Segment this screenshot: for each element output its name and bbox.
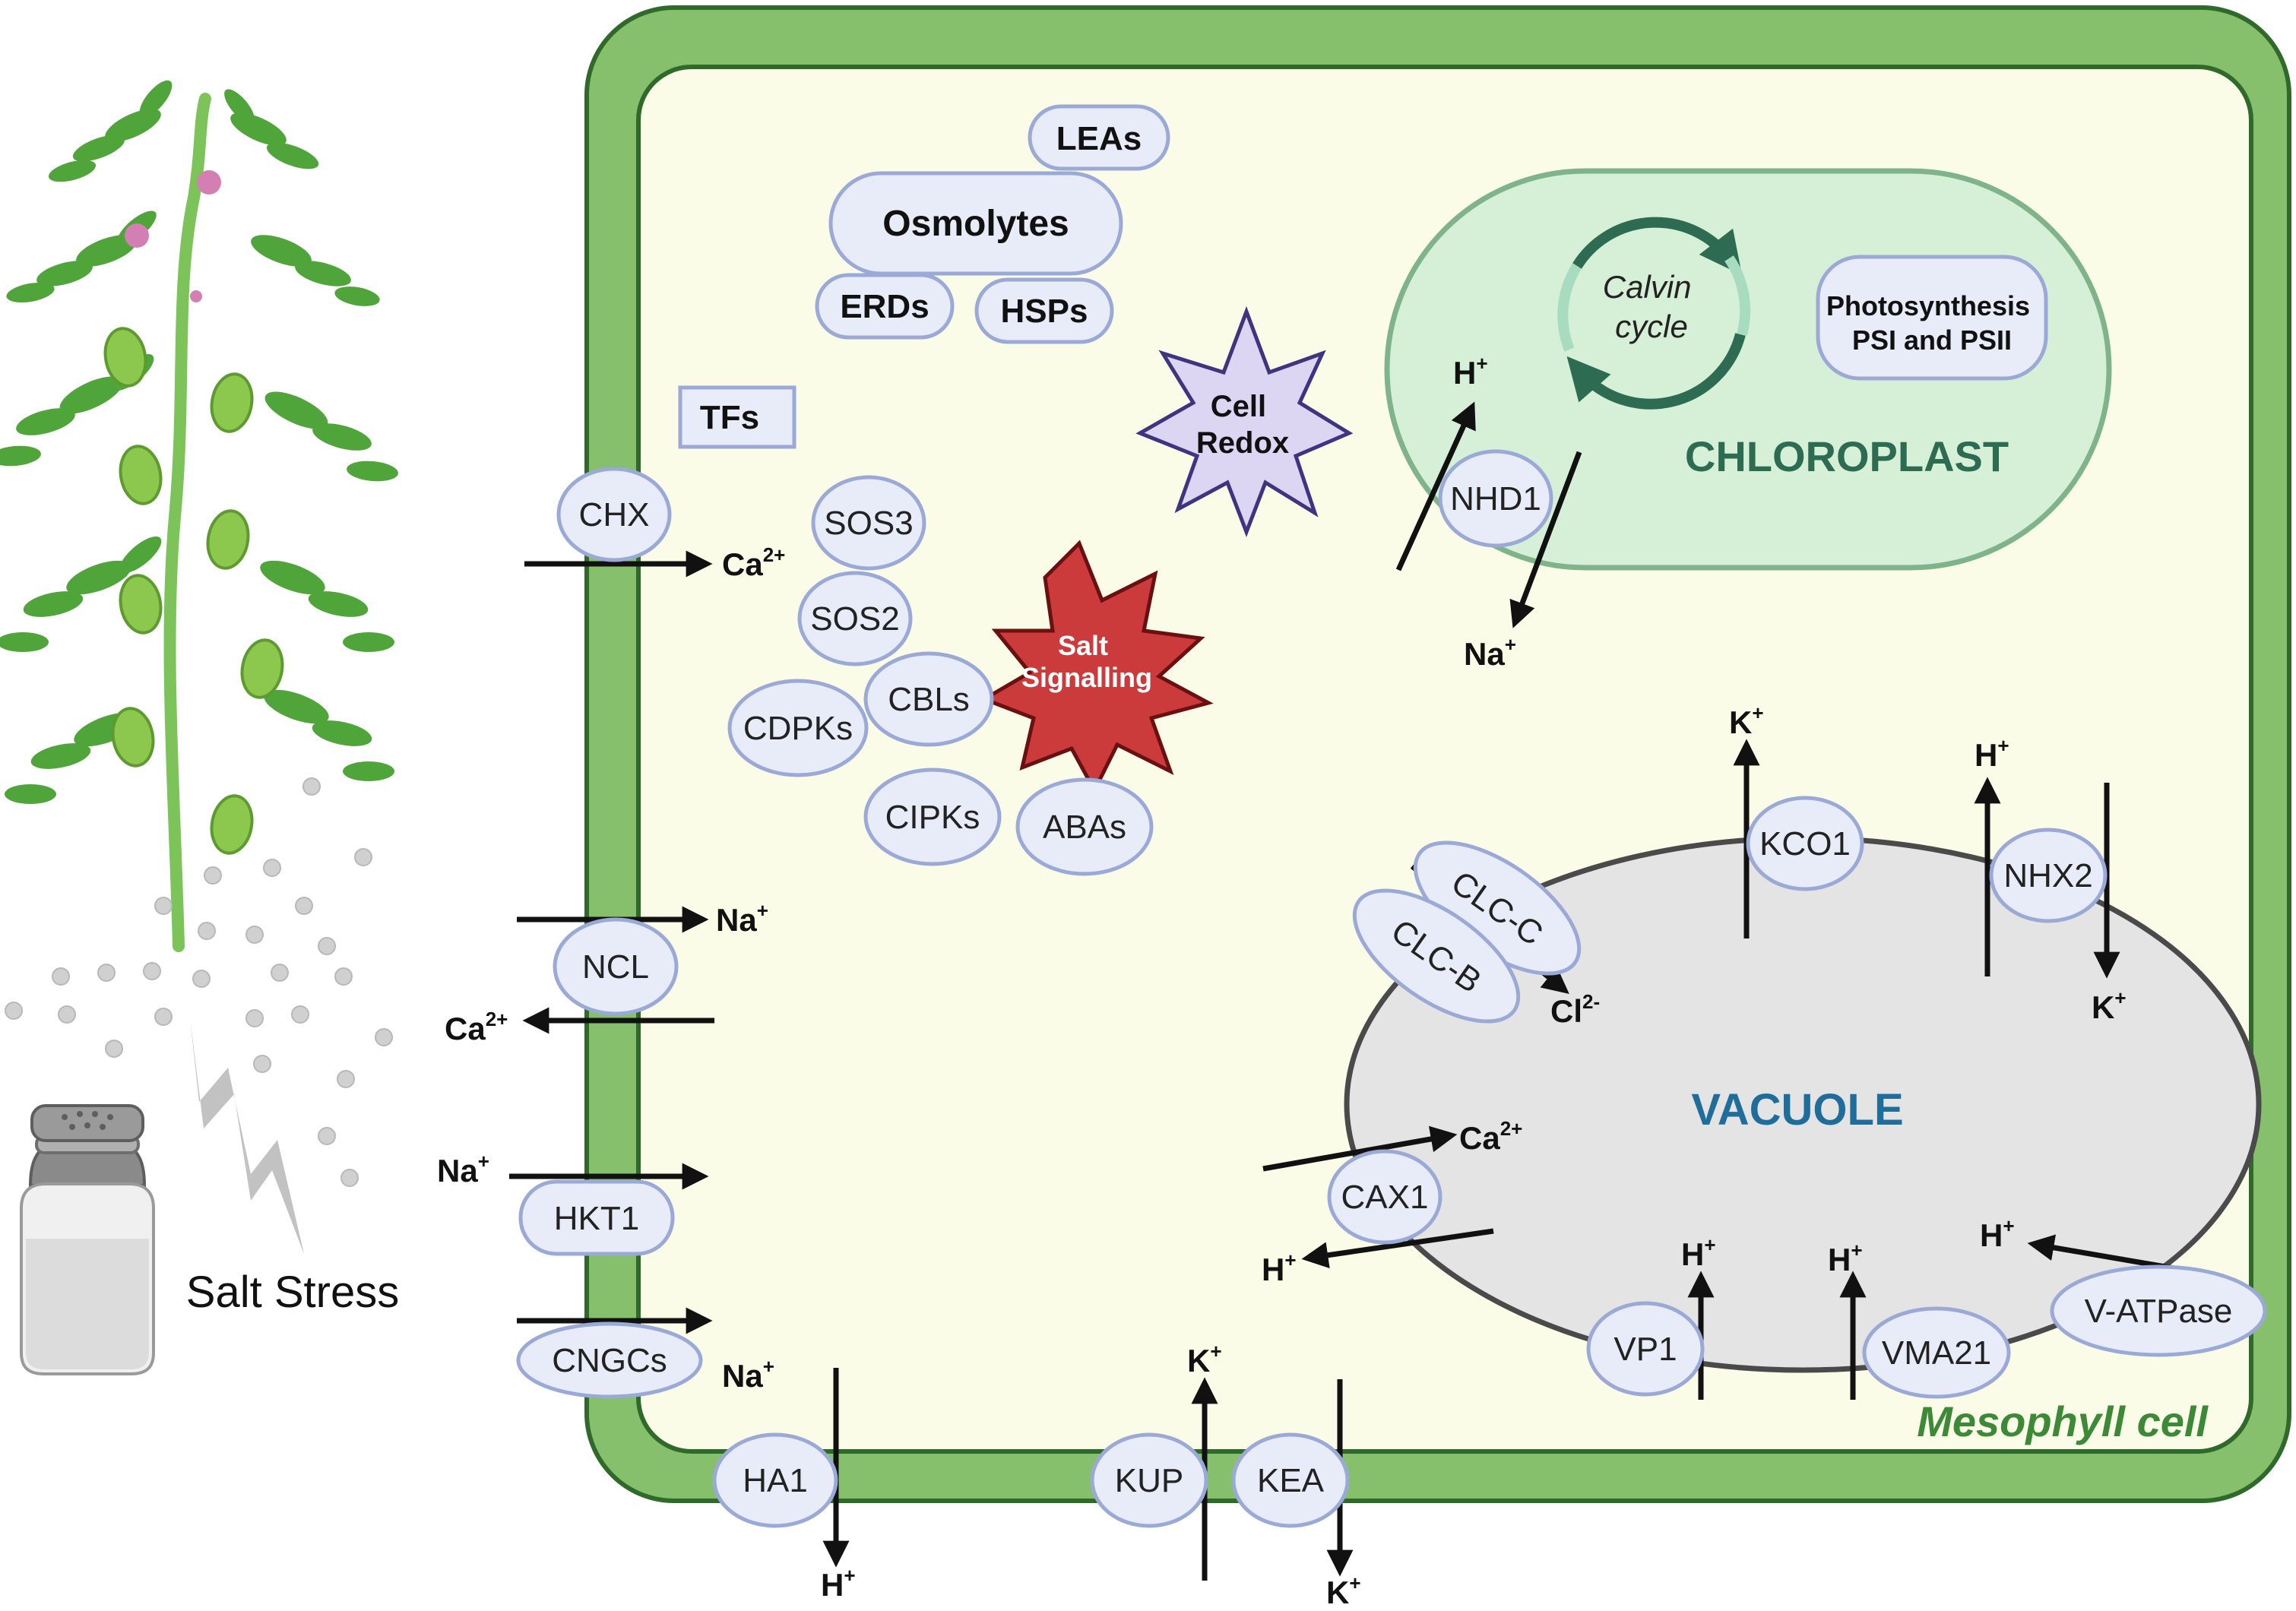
ncl-label: NCL bbox=[582, 948, 649, 986]
ion-ca-cax1: Ca2+ bbox=[1459, 1117, 1522, 1156]
vp1-label: VP1 bbox=[1614, 1331, 1677, 1368]
calvin-cycle-label: Calvin cycle bbox=[1603, 269, 1700, 344]
ion-ca-chx: Ca2+ bbox=[722, 543, 785, 582]
ion-h-vatpase: H+ bbox=[1980, 1214, 2015, 1253]
ion-k-kea: K+ bbox=[1326, 1571, 1361, 1610]
leas-label: LEAs bbox=[1056, 120, 1142, 157]
ion-k-nhx2: K+ bbox=[2092, 986, 2127, 1025]
vacuole-label: VACUOLE bbox=[1691, 1085, 1903, 1135]
ion-cl-clc: Cl2- bbox=[1550, 990, 1600, 1029]
photosynthesis-box bbox=[1816, 255, 2048, 381]
sos3-label: SOS3 bbox=[824, 505, 913, 542]
chx-label: CHX bbox=[579, 496, 650, 533]
chloroplast-label: CHLOROPLAST bbox=[1685, 432, 2009, 480]
kup-label: KUP bbox=[1115, 1462, 1183, 1499]
ion-na-cngcs: Na+ bbox=[722, 1355, 774, 1394]
salt-signalling-label: Salt Signalling bbox=[1021, 630, 1152, 693]
stress-bolt-icon bbox=[190, 1018, 304, 1254]
cell-redox-label: Cell Redox bbox=[1196, 390, 1289, 460]
ion-k-kup: K+ bbox=[1187, 1340, 1222, 1378]
cngcs-label: CNGCs bbox=[552, 1342, 667, 1379]
kco1-label: KCO1 bbox=[1759, 825, 1851, 862]
ion-ca-ncl: Ca2+ bbox=[445, 1008, 508, 1046]
salt-signalling-star bbox=[980, 540, 1214, 795]
ion-k-kco1: K+ bbox=[1729, 701, 1764, 740]
cax1-label: CAX1 bbox=[1341, 1179, 1429, 1216]
ion-h-ha1: H+ bbox=[821, 1564, 856, 1603]
ion-na-ncl: Na+ bbox=[716, 899, 768, 938]
abas-label: ABAs bbox=[1043, 809, 1126, 846]
tfs-box bbox=[678, 385, 796, 449]
salt-particles bbox=[5, 777, 393, 1187]
ion-h-chloroplast: H+ bbox=[1453, 352, 1488, 391]
kea-label: KEA bbox=[1257, 1462, 1325, 1499]
cbls-label: CBLs bbox=[888, 681, 970, 718]
ion-h-cax1: H+ bbox=[1262, 1249, 1297, 1287]
signalling-proteins: SOS3 SOS2 CDPKs CBLs CIPKs ABAs bbox=[727, 475, 1154, 876]
chickpea-plant-icon bbox=[0, 80, 398, 952]
ha1-label: HA1 bbox=[743, 1462, 808, 1499]
salt-stress-label: Salt Stress bbox=[186, 1268, 399, 1317]
ion-na-hkt1: Na+ bbox=[437, 1150, 489, 1188]
cell-label: Mesophyll cell bbox=[1917, 1397, 2209, 1445]
nhd1-label: NHD1 bbox=[1450, 480, 1541, 517]
cell-redox-star bbox=[1135, 305, 1354, 537]
hkt1-label: HKT1 bbox=[554, 1200, 639, 1237]
salt-shaker-icon bbox=[20, 1104, 155, 1375]
ion-na-chloroplast: Na+ bbox=[1464, 633, 1516, 672]
stress-protein-group: LEAs Osmolytes ERDs HSPs bbox=[815, 104, 1170, 344]
vatpase-label: V-ATPase bbox=[2085, 1293, 2233, 1330]
sos2-label: SOS2 bbox=[810, 600, 899, 638]
hsps-label: HSPs bbox=[1001, 293, 1088, 330]
osmolytes-label: Osmolytes bbox=[882, 204, 1069, 244]
photosynthesis-label: Photosynthesis PSI and PSII bbox=[1826, 290, 2038, 356]
nhx2-label: NHX2 bbox=[2003, 857, 2092, 894]
ion-h-vma21: H+ bbox=[1828, 1239, 1863, 1277]
ion-h-vp1: H+ bbox=[1681, 1233, 1716, 1272]
calvin-cycle-icon bbox=[1557, 217, 1751, 410]
ion-h-nhx2: H+ bbox=[1975, 734, 2009, 773]
tfs-label: TFs bbox=[700, 399, 759, 436]
cdpks-label: CDPKs bbox=[743, 710, 853, 747]
cipks-label: CIPKs bbox=[885, 799, 980, 836]
vma21-label: VMA21 bbox=[1882, 1334, 1991, 1372]
erds-label: ERDs bbox=[840, 288, 929, 325]
